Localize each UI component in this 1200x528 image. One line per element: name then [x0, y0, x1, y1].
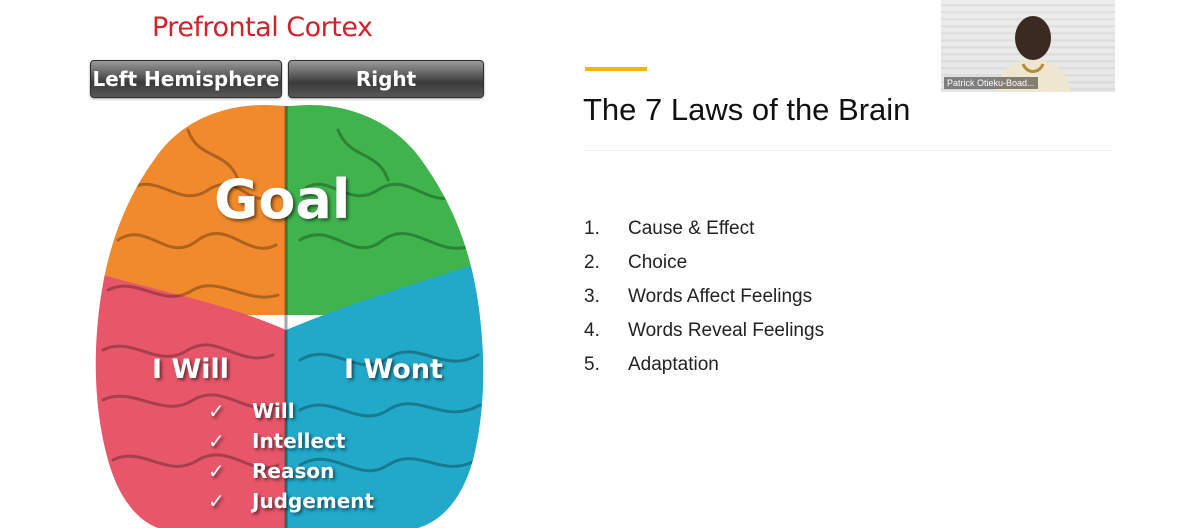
list-item: 3.Words Affect Feelings — [584, 286, 813, 307]
laws-list: 1.Cause & Effect 2.Choice 3.Words Affect… — [584, 212, 824, 382]
participant-avatar — [995, 16, 1071, 92]
check-icon: ✓ — [208, 429, 225, 453]
right-hemisphere-label: Right Hemisphere — [288, 60, 484, 127]
list-item: 1.Cause & Effect — [584, 218, 755, 239]
i-will-label: I Will — [152, 354, 229, 385]
slide-title: The 7 Laws of the Brain — [583, 92, 911, 127]
trait-item: ✓Judgement — [208, 489, 375, 513]
left-hemisphere-label: Left Hemisphere — [90, 60, 282, 98]
title-divider — [583, 150, 1113, 151]
check-icon: ✓ — [208, 399, 225, 423]
goal-label: Goal — [214, 168, 351, 231]
trait-item: ✓Reason — [208, 459, 335, 483]
check-icon: ✓ — [208, 459, 225, 483]
i-wont-label: I Wont — [344, 354, 443, 385]
list-item: 2.Choice — [584, 252, 688, 273]
trait-item: ✓Intellect — [208, 429, 346, 453]
participant-video-tile[interactable]: Patrick Otieku-Boad... — [941, 0, 1115, 92]
rear-left-lobe — [95, 270, 286, 528]
prefrontal-cortex-title: Prefrontal Cortex — [152, 12, 373, 43]
list-item: 5.Adaptation — [584, 354, 719, 375]
trait-item: ✓Will — [208, 399, 295, 423]
participant-name: Patrick Otieku-Boad... — [944, 77, 1038, 89]
rear-right-lobe — [286, 260, 484, 528]
list-item: 4.Words Reveal Feelings — [584, 320, 825, 341]
check-icon: ✓ — [208, 489, 225, 513]
brain-diagram: Prefrontal Cortex Left Hemisphere Right … — [0, 0, 560, 528]
title-accent-bar — [585, 67, 647, 71]
will-traits-list: ✓Will ✓Intellect ✓Reason ✓Judgement — [208, 396, 374, 516]
brain-illustration — [95, 104, 484, 528]
